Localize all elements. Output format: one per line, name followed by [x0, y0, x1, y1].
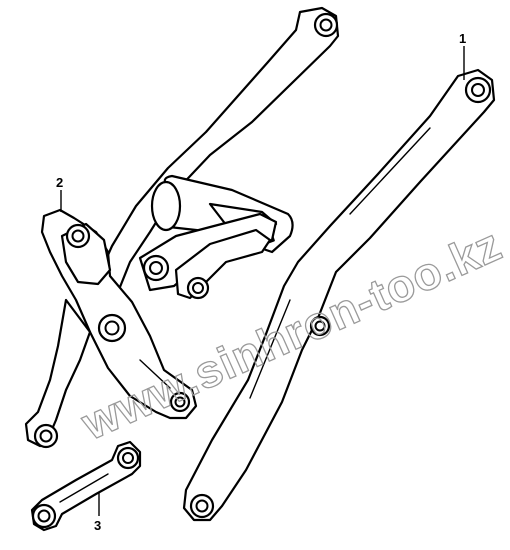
bell-crank	[40, 208, 198, 420]
callout-3-label: 3	[94, 518, 101, 533]
lower-link	[24, 298, 92, 449]
front-arm	[182, 68, 496, 522]
callout-2-label: 2	[56, 175, 63, 190]
short-link	[30, 440, 142, 532]
clevis-bracket	[138, 212, 278, 300]
callout-3: 3	[94, 492, 101, 533]
callout-2: 2	[56, 175, 63, 212]
callout-1-label: 1	[459, 31, 466, 46]
callout-1: 1	[459, 31, 466, 80]
